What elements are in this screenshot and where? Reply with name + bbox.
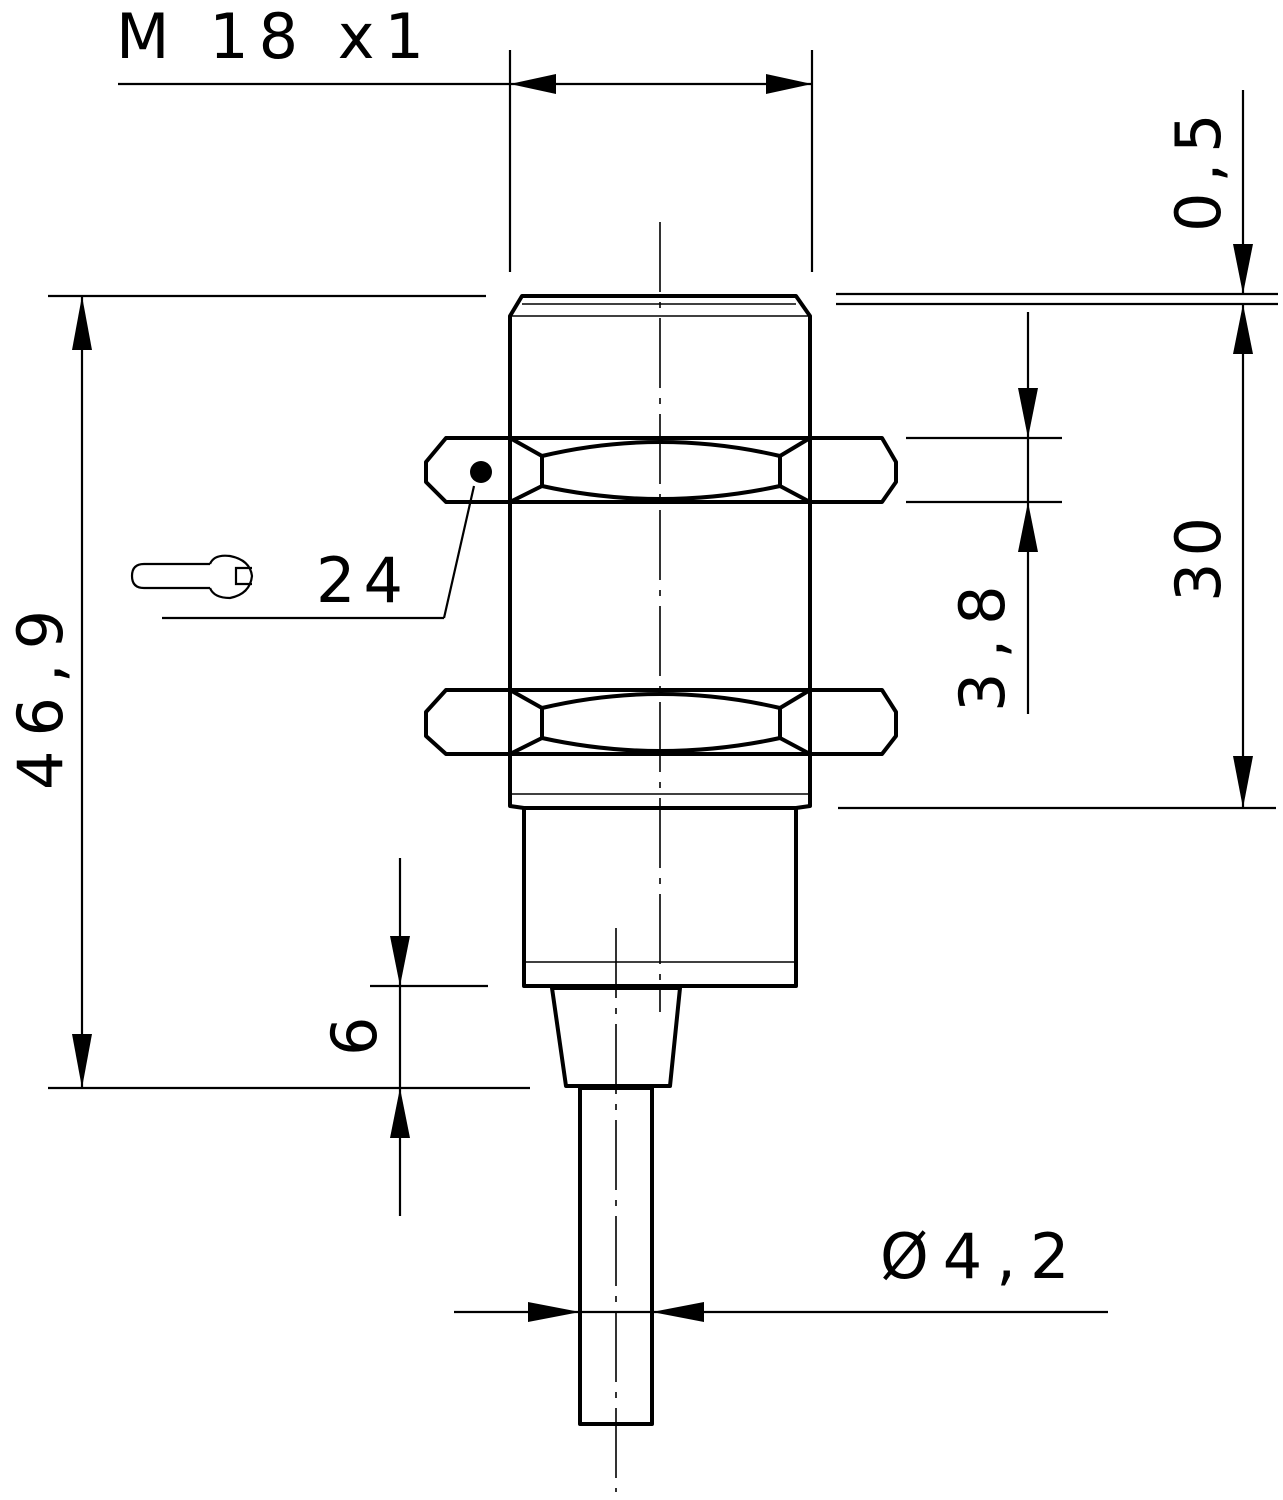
nut-thickness-dimension: 3,8	[906, 312, 1062, 714]
face-offset-dimension: 0,5	[836, 90, 1278, 354]
cable-diameter-dimension: Ø4,2	[454, 1220, 1108, 1322]
thread-label: M 18 x1	[116, 0, 434, 73]
strain-relief	[550, 986, 682, 1088]
thread-length-dimension: 30	[838, 304, 1276, 810]
wrench-icon	[130, 554, 254, 600]
wrench-size-callout: 24	[130, 485, 476, 620]
strain-relief-label: 6	[318, 1017, 391, 1056]
wrench-size-label: 24	[316, 544, 411, 617]
face-offset-label: 0,5	[1162, 103, 1235, 232]
top-nut	[424, 436, 898, 504]
strain-relief-dimension: 6	[318, 858, 488, 1216]
cable-diameter-label: Ø4,2	[880, 1220, 1083, 1293]
nut-thickness-label: 3,8	[946, 571, 1019, 712]
thread-dimension: M 18 x1	[116, 0, 814, 272]
thread-length-label: 30	[1162, 511, 1235, 602]
bottom-nut	[424, 688, 898, 756]
overall-length-dimension: 46,9	[4, 294, 530, 1090]
overall-length-label: 46,9	[4, 596, 77, 790]
